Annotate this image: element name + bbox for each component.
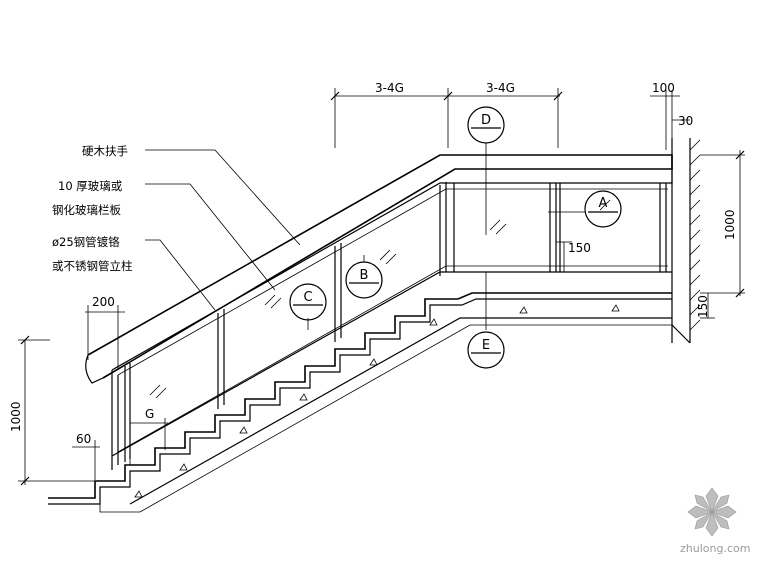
watermark-logo (687, 487, 737, 537)
dim-span-right: 3-4G (486, 81, 515, 95)
label-handrail: 硬木扶手 (82, 144, 128, 158)
dimension-lines (18, 88, 745, 486)
dim-100: 100 (652, 81, 675, 95)
concrete-hatch (134, 304, 620, 498)
label-post-line2: 或不锈钢管立柱 (52, 259, 133, 273)
dim-30: 30 (678, 114, 693, 128)
svg-text:E: E (482, 338, 490, 353)
leader-lines (145, 149, 301, 311)
glass-panel-frame (111, 182, 672, 470)
detail-tag-a: A (548, 190, 622, 228)
detail-tag-b: B (345, 255, 383, 299)
detail-tag-e: E (467, 272, 505, 369)
dim-200: 200 (92, 295, 115, 309)
stair (48, 292, 672, 513)
dim-1000-right: 1000 (723, 209, 737, 240)
wall (671, 138, 701, 344)
watermark-text: zhulong.com (680, 542, 750, 555)
dim-span-left: 3-4G (375, 81, 404, 95)
dim-150-mid: 150 (568, 241, 591, 255)
posts (124, 182, 667, 462)
label-glass-line1: 10 厚玻璃或 (58, 179, 123, 193)
detail-tag-d: D (467, 106, 505, 235)
svg-text:D: D (481, 113, 491, 128)
glass-hatch (149, 199, 611, 399)
dim-g: G (145, 407, 154, 421)
svg-text:A: A (599, 196, 608, 211)
svg-text:C: C (303, 290, 312, 305)
svg-text:B: B (360, 268, 369, 283)
dim-1000-left: 1000 (9, 401, 23, 432)
label-post-line1: ø25钢管镀铬 (52, 235, 120, 249)
detail-tag-c: C (289, 283, 327, 330)
label-glass-line2: 钢化玻璃栏板 (52, 203, 121, 217)
dim-60: 60 (76, 432, 91, 446)
annotation-text: 硬木扶手 10 厚玻璃或 钢化玻璃栏板 ø25钢管镀铬 或不锈钢管立柱 3-4G… (9, 81, 737, 446)
dim-150-right: 150 (696, 295, 710, 318)
